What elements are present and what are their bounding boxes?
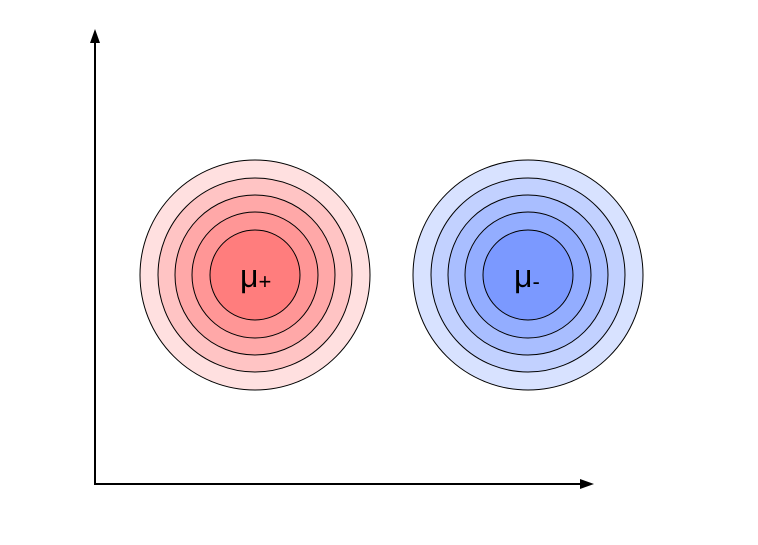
x-axis-arrowhead bbox=[580, 479, 594, 489]
mu-positive-symbol: μ bbox=[240, 258, 258, 294]
ring-negative-5 bbox=[482, 229, 574, 321]
mu-negative-symbol: μ bbox=[514, 258, 532, 294]
mu-negative-subscript: - bbox=[532, 269, 539, 294]
ring-positive-5 bbox=[209, 229, 301, 321]
cluster-positive: μ+ bbox=[139, 159, 371, 391]
mu-negative-label: μ- bbox=[514, 258, 540, 294]
y-axis-arrowhead bbox=[90, 29, 100, 43]
cluster-negative: μ- bbox=[412, 159, 644, 391]
mu-positive-subscript: + bbox=[258, 269, 271, 294]
axes bbox=[90, 29, 594, 489]
mu-positive-label: μ+ bbox=[240, 258, 271, 294]
